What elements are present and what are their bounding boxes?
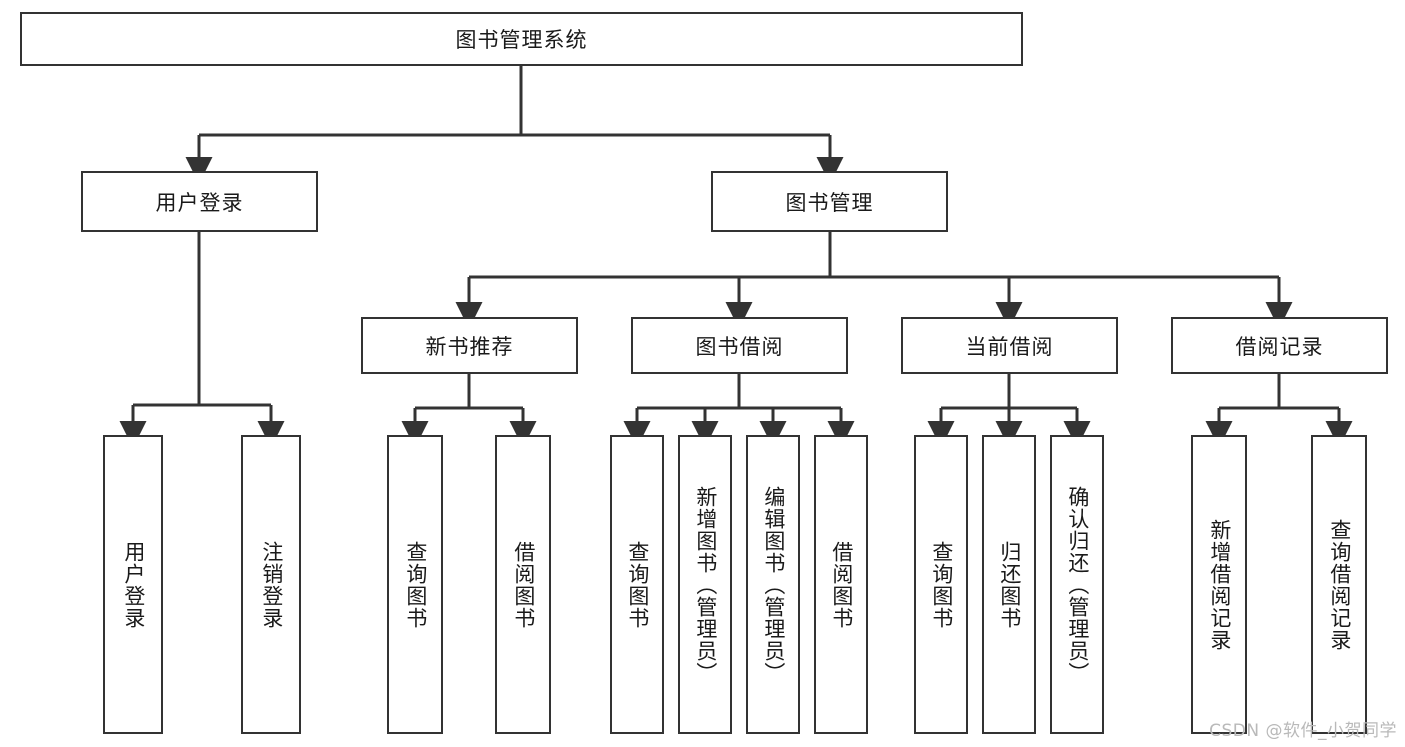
leaf-label: 查询图书 <box>403 540 428 629</box>
node-new-book-recommend-label: 新书推荐 <box>425 334 514 359</box>
leaf-label: 注销登录 <box>259 540 284 629</box>
node-user-login-label: 用户登录 <box>155 190 244 215</box>
leaf-label: 编辑图书（管理员） <box>761 485 786 684</box>
node-borrow-record[interactable]: 借阅记录 <box>1171 317 1388 374</box>
node-book-borrow[interactable]: 图书借阅 <box>631 317 848 374</box>
leaf-label: 用户登录 <box>121 540 146 629</box>
leaf-user-login-logout[interactable]: 注销登录 <box>241 435 301 734</box>
node-borrow-record-label: 借阅记录 <box>1235 334 1324 359</box>
node-new-book-recommend[interactable]: 新书推荐 <box>361 317 578 374</box>
leaf-borrow-borrow-book[interactable]: 借阅图书 <box>814 435 868 734</box>
leaf-current-return-book[interactable]: 归还图书 <box>982 435 1036 734</box>
node-book-management-label: 图书管理 <box>785 190 874 215</box>
leaf-label: 查询图书 <box>625 540 650 629</box>
node-book-borrow-label: 图书借阅 <box>695 334 784 359</box>
leaf-label: 借阅图书 <box>511 540 536 629</box>
node-root-label: 图书管理系统 <box>455 28 588 52</box>
node-book-management[interactable]: 图书管理 <box>711 171 948 232</box>
leaf-record-query-record[interactable]: 查询借阅记录 <box>1311 435 1367 734</box>
leaf-current-confirm-return-admin[interactable]: 确认归还（管理员） <box>1050 435 1104 734</box>
leaf-borrow-edit-book-admin[interactable]: 编辑图书（管理员） <box>746 435 800 734</box>
node-user-login[interactable]: 用户登录 <box>81 171 318 232</box>
leaf-user-login-login[interactable]: 用户登录 <box>103 435 163 734</box>
leaf-label: 新增图书（管理员） <box>693 485 718 684</box>
leaf-label: 新增借阅记录 <box>1207 518 1232 651</box>
leaf-borrow-add-book-admin[interactable]: 新增图书（管理员） <box>678 435 732 734</box>
node-current-borrow[interactable]: 当前借阅 <box>901 317 1118 374</box>
leaf-record-add-record[interactable]: 新增借阅记录 <box>1191 435 1247 734</box>
leaf-new-book-query-book[interactable]: 查询图书 <box>387 435 443 734</box>
leaf-current-query-book[interactable]: 查询图书 <box>914 435 968 734</box>
leaf-label: 查询借阅记录 <box>1327 518 1352 651</box>
leaf-label: 借阅图书 <box>829 540 854 629</box>
leaf-label: 确认归还（管理员） <box>1065 485 1090 684</box>
node-current-borrow-label: 当前借阅 <box>965 334 1054 359</box>
leaf-borrow-query-book[interactable]: 查询图书 <box>610 435 664 734</box>
node-root-book-management-system[interactable]: 图书管理系统 <box>20 12 1023 66</box>
leaf-label: 归还图书 <box>997 540 1022 629</box>
leaf-new-book-borrow-book[interactable]: 借阅图书 <box>495 435 551 734</box>
csdn-watermark: CSDN @软件_小贺同学 <box>1209 721 1397 741</box>
leaf-label: 查询图书 <box>929 540 954 629</box>
